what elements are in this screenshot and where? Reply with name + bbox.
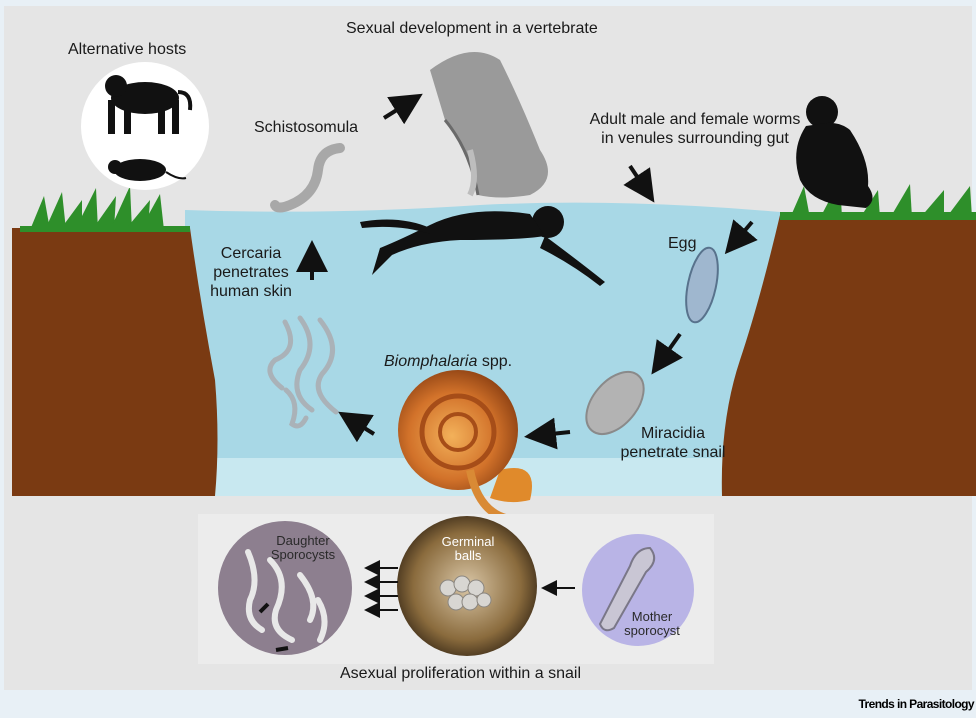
germinal-line-1: Germinal (430, 535, 506, 549)
snail-suffix: spp. (477, 353, 512, 370)
cercaria-line-3: human skin (196, 282, 306, 301)
mother-line-2: sporocyst (612, 624, 692, 638)
adult-worms-line-2: in venules surrounding gut (560, 129, 830, 148)
cercaria-line-1: Cercaria (196, 244, 306, 263)
miracidia-line-1: Miracidia (598, 424, 748, 443)
egg-label: Egg (668, 234, 696, 253)
alternative-hosts-label: Alternative hosts (68, 40, 186, 59)
miracidia-label: Miracidia penetrate snail (598, 424, 748, 462)
snail-genus: Biomphalaria (384, 353, 477, 370)
schistosomula-label: Schistosomula (254, 118, 358, 137)
daughter-line-2: Sporocysts (258, 548, 348, 562)
asexual-proliferation-label: Asexual proliferation within a snail (340, 664, 581, 683)
cercaria-line-2: penetrates (196, 263, 306, 282)
mother-sporocyst-label: Mother sporocyst (612, 610, 692, 638)
mother-line-1: Mother (612, 610, 692, 624)
daughter-line-1: Daughter (258, 534, 348, 548)
daughter-sporocysts-label: Daughter Sporocysts (258, 534, 348, 562)
adult-worms-label: Adult male and female worms in venules s… (560, 110, 830, 148)
left-bank (12, 228, 218, 496)
cercaria-label: Cercaria penetrates human skin (196, 244, 306, 301)
miracidia-line-2: penetrate snail (598, 443, 748, 462)
snail-label: Biomphalaria spp. (384, 352, 512, 371)
journal-brand: Trends in Parasitology (858, 697, 974, 711)
germinal-line-2: balls (430, 549, 506, 563)
sexual-development-label: Sexual development in a vertebrate (346, 19, 598, 38)
adult-worms-line-1: Adult male and female worms (560, 110, 830, 129)
germinal-balls-label: Germinal balls (430, 535, 506, 563)
